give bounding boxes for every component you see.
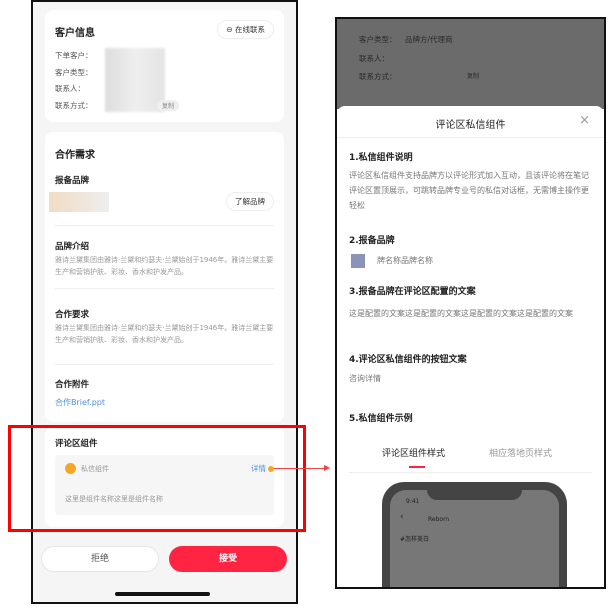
section-2-text: 牌名称品牌名称 (377, 256, 433, 265)
arrow-head-icon: ▶ (324, 463, 331, 472)
cooperation-title: 合作需求 (55, 150, 95, 161)
clock-icon (65, 463, 76, 474)
customer-info-card: 客户信息 ⊖ 在线联系 下单客户： 客户类型： 联系人： 联系方式： 复制 (45, 10, 284, 122)
attachment-link[interactable]: 合作Brief.ppt (55, 398, 105, 407)
accept-button[interactable]: 接受 (169, 546, 287, 572)
highlight-box (8, 425, 306, 532)
brand-logo-redacted (49, 192, 109, 212)
preview-title: Reborn (428, 516, 450, 523)
brand-intro-label: 品牌介绍 (55, 242, 90, 252)
copy-button[interactable]: 复制 (157, 100, 180, 111)
bg-value: 品牌方/代理商 (405, 35, 453, 44)
active-tab-indicator (409, 466, 425, 468)
preview-hashtag: #怎样美白 (400, 536, 430, 543)
contact-online-button[interactable]: ⊖ 在线联系 (217, 20, 274, 39)
preview-time: 9:41 (406, 498, 420, 505)
tab-comment-style[interactable]: 评论区组件样式 (382, 449, 446, 459)
arrow-start-dot (268, 466, 274, 472)
arrow-line (274, 468, 326, 469)
section-3-text: 这是配置的文案这是配置的文案这是配置的文案这是配置的文案 (349, 309, 573, 318)
requirement-text: 雅诗兰黛集团由雅诗·兰黛和约瑟夫·兰黛始创于1946年。雅诗兰黛主要生产和营销护… (55, 324, 274, 344)
widget-description: 这里是组件名称这里是组件名称 (65, 495, 163, 503)
widget-name: 私信组件 (81, 465, 109, 473)
redacted-values (105, 48, 165, 112)
close-icon[interactable]: × (579, 113, 590, 128)
bottom-sheet: 评论区私信组件 × 1.私信组件说明 评论区私信组件支持品牌方以评论形式加入互动… (337, 106, 604, 587)
right-phone-screen: 客户类型： 品牌方/代理商 联系人： 联系方式： 复制 评论区私信组件 × 1.… (335, 17, 606, 589)
tab-landing-style[interactable]: 相应落地页样式 (489, 449, 553, 459)
section-4-heading: 4.评论区私信组件的按钮文案 (349, 355, 467, 365)
phone-preview: 9:41 ‹ Reborn #怎样美白 (382, 482, 567, 587)
bg-copy: 复制 (467, 73, 480, 80)
brand-intro-text: 雅诗兰黛集团由雅诗·兰黛和约瑟夫·兰黛始创于1946年。雅诗兰黛主要生产和营销护… (55, 256, 274, 276)
bg-field: 客户类型： (359, 35, 397, 44)
chat-icon: ⊖ (226, 25, 235, 34)
bg-field: 联系人： (359, 54, 389, 63)
reject-button[interactable]: 拒绝 (41, 546, 159, 572)
widget-box: 私信组件 详情 这里是组件名称这里是组件名称 (55, 455, 274, 515)
brand-logo-redacted (351, 254, 365, 268)
section-3-heading: 3.报备品牌在评论区配置的文案 (349, 287, 476, 297)
comment-widget-title: 评论区组件 (55, 439, 98, 449)
attachment-label: 合作附件 (55, 380, 90, 390)
widget-detail-link[interactable]: 详情 (251, 464, 266, 473)
requirement-label: 合作要求 (55, 310, 90, 320)
sheet-title: 评论区私信组件 (435, 120, 506, 131)
customer-info-title: 客户信息 (55, 28, 95, 39)
brand-label: 报备品牌 (55, 176, 90, 186)
section-2-heading: 2.报备品牌 (349, 236, 395, 246)
home-indicator (115, 592, 210, 596)
section-1-heading: 1.私信组件说明 (349, 153, 413, 163)
section-5-heading: 5.私信组件示例 (349, 414, 413, 424)
section-4-text: 咨询详情 (349, 374, 381, 383)
left-phone-screen: 客户信息 ⊖ 在线联系 下单客户： 客户类型： 联系人： 联系方式： 复制 合作… (31, 0, 298, 604)
learn-brand-button[interactable]: 了解品牌 (226, 192, 274, 211)
dimmed-background: 客户类型： 品牌方/代理商 联系人： 联系方式： 复制 (337, 19, 604, 109)
section-1-text: 评论区私信组件支持品牌方以评论形式加入互动，且该评论将在笔记评论区置顶展示，可跳… (349, 171, 589, 210)
comment-widget-card: 评论区组件 私信组件 详情 这里是组件名称这里是组件名称 (45, 427, 284, 527)
back-icon: ‹ (400, 512, 404, 522)
customer-fields: 下单客户： 客户类型： 联系人： 联系方式： (55, 51, 93, 110)
cooperation-card: 合作需求 报备品牌 了解品牌 品牌介绍 雅诗兰黛集团由雅诗·兰黛和约瑟夫·兰黛始… (45, 132, 284, 422)
bg-field: 联系方式： (359, 72, 397, 81)
